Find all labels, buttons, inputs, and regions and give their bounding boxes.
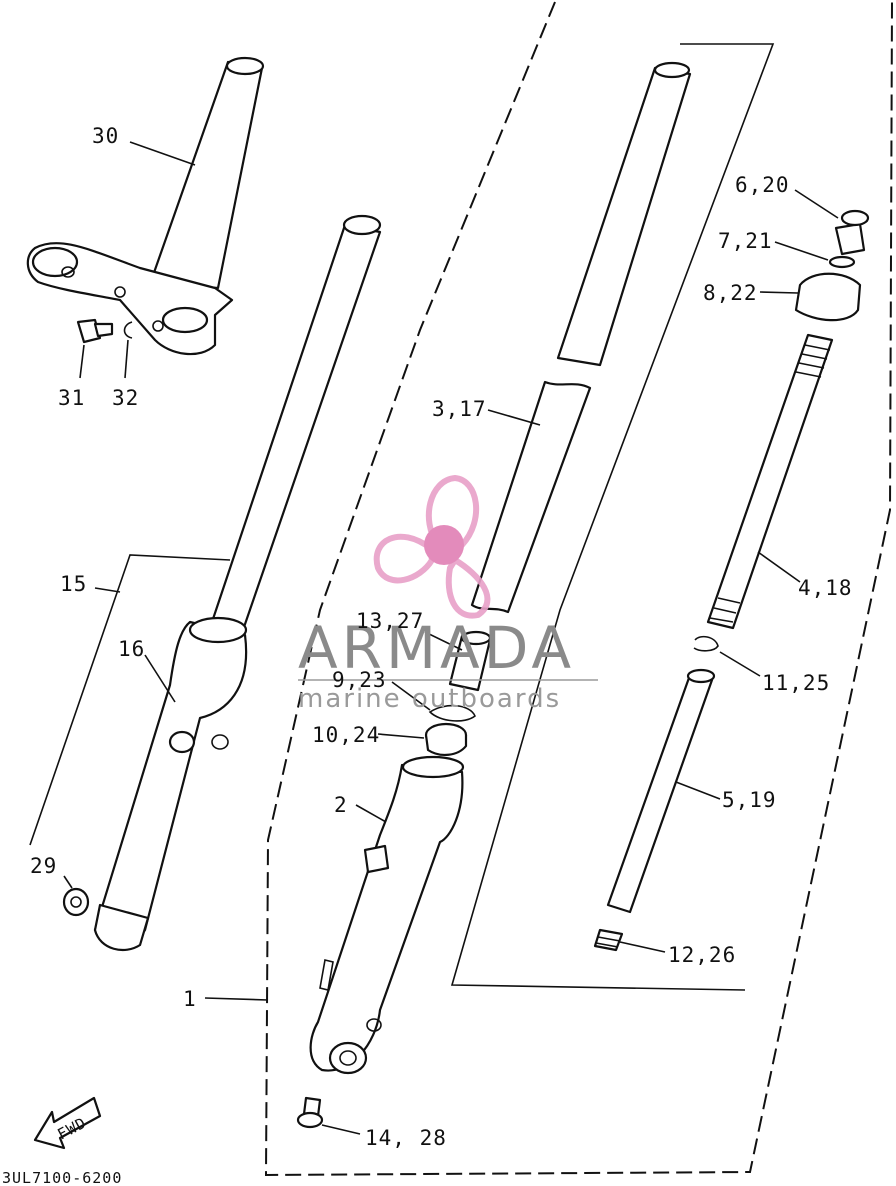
label-2: 2 [334,793,348,817]
bushing-part-10-24 [424,722,468,756]
label-30: 30 [92,124,119,148]
spring-part-12-26 [593,928,624,952]
propeller-logo-icon [373,474,491,619]
leader-lines [63,141,839,1135]
label-11-25: 11,25 [762,671,830,695]
washer-part-32 [123,321,133,339]
watermark-title: ARMADA [298,614,575,682]
clip-part-11-25 [693,635,719,652]
inner-tube-part-3-17 [470,61,692,614]
seal-part-9-23 [428,704,476,722]
bolt-part-31 [76,318,114,344]
damper-rod-part-4-18 [706,333,834,630]
label-15: 15 [60,572,87,596]
label-29: 29 [30,854,57,878]
assembly-boundary-1 [264,1,893,1177]
label-10-24: 10,24 [312,723,380,747]
label-8-22: 8,22 [703,281,758,305]
label-13-27: 13,27 [356,609,424,633]
label-1: 1 [183,987,197,1011]
fork-assembly-part-15 [93,214,382,952]
label-32: 32 [112,386,139,410]
label-12-26: 12,26 [668,943,736,967]
label-3-17: 3,17 [432,397,487,421]
o-ring-part-7-21 [828,255,856,269]
fwd-arrow-icon: FWD [33,1096,102,1150]
label-9-23: 9,23 [332,668,387,692]
label-31: 31 [58,386,85,410]
cap-bolt-part-6-20 [834,209,870,256]
rod-part-5-19 [606,668,716,914]
label-16: 16 [118,637,145,661]
watermark-subtitle: marine outboards [298,684,561,714]
cap-part-8-22 [794,272,862,322]
label-7-21: 7,21 [718,229,773,253]
label-5-19: 5,19 [722,788,777,812]
washer-part-29 [62,887,90,917]
drawing-code: 3UL7100-6200 [2,1169,122,1186]
label-14-28: 14, 28 [365,1126,447,1150]
label-6-20: 6,20 [735,173,790,197]
under-bracket-part-30 [26,56,265,356]
label-4-18: 4,18 [798,576,853,600]
bracket-assembly-15 [29,554,231,846]
outer-tube-part-2 [309,755,465,1075]
bracket-inner-tube [450,43,775,991]
bolt-part-14-28 [296,1096,324,1129]
